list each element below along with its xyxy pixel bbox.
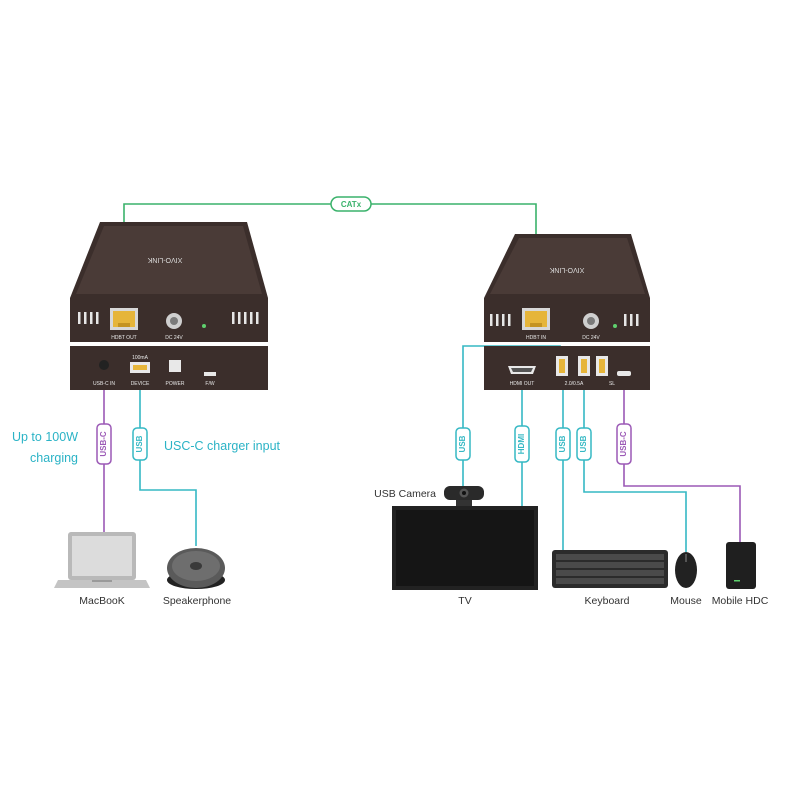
dc-power-jack-icon [583,313,599,329]
cable-tags: USB-C USB USB HDMI USB USB USB-C [96,423,632,465]
fw-label: F/W [205,381,214,387]
catx-label: CATx [341,200,362,209]
charger-input-note: USC-C charger input [164,439,281,453]
ethernet-port-icon [522,308,550,330]
power-button-icon [169,360,181,372]
transmitter-unit: XIVO-LINK HDBT OUT DC 24V USB-C IN [70,222,268,390]
macbook-label: MacBooK [79,595,125,607]
speakerphone-cable [139,378,197,546]
speakerphone-icon [167,548,225,589]
hard-drive-icon [726,542,756,589]
usb-port-icon [130,362,150,373]
hdmi-port-icon [508,366,536,374]
transmitter-brand: XIVO-LINK [147,256,182,263]
mouse-cable [583,378,687,552]
device-label: DEVICE [131,381,150,387]
hdd-cable [623,380,741,542]
dc-power-jack-icon [166,313,182,329]
usb-port-icon [556,356,608,376]
usb-current-label: 2.0/0.5A [565,381,584,387]
macbook-cable-tag: USB-C [99,431,108,457]
keyboard-label: Keyboard [585,595,630,607]
hdd-cable-tag: USB-C [619,431,628,457]
mouse-cable-tag: USB [579,435,588,452]
hdd-label: Mobile HDC [712,595,769,607]
keyboard-cable-tag: USB [558,435,567,452]
tv-icon [392,506,538,590]
hdmi-out-label: HDMI OUT [510,381,535,387]
device-port-note: 100mA [132,355,149,361]
laptop-icon [54,532,150,588]
catx-tag: CATx [330,196,372,212]
dc-24v-label: DC 24V [165,335,183,341]
receiver-unit: XIVO-LINK HDBT IN DC 24V HDMI OUT [484,234,650,390]
speakerphone-cable-tag: USB [135,435,144,452]
keyboard-icon [552,550,668,588]
ethernet-port-icon [110,308,138,330]
charging-note-line1: Up to 100W [12,430,78,444]
speakerphone-label: Speakerphone [163,595,231,607]
mouse-label: Mouse [670,595,702,607]
tv-label: TV [458,595,471,607]
hdbt-in-label: HDBT IN [526,335,546,341]
sl-label: SL [609,381,615,387]
hdbt-out-label: HDBT OUT [111,335,136,341]
receiver-brand: XIVO-LINK [549,266,584,273]
mouse-icon [675,552,697,588]
usb-c-in-label: USB-C IN [93,381,115,387]
camera-cable-tag: USB [458,435,467,452]
power-label: POWER [166,381,185,387]
charging-note-line2: charging [30,451,78,465]
usb-camera-label: USB Camera [374,488,436,500]
rx-dc-24v-label: DC 24V [582,335,600,341]
webcam-icon [444,486,484,506]
usb-c-in-port [99,360,109,370]
hdmi-cable-tag: HDMI [517,434,526,454]
